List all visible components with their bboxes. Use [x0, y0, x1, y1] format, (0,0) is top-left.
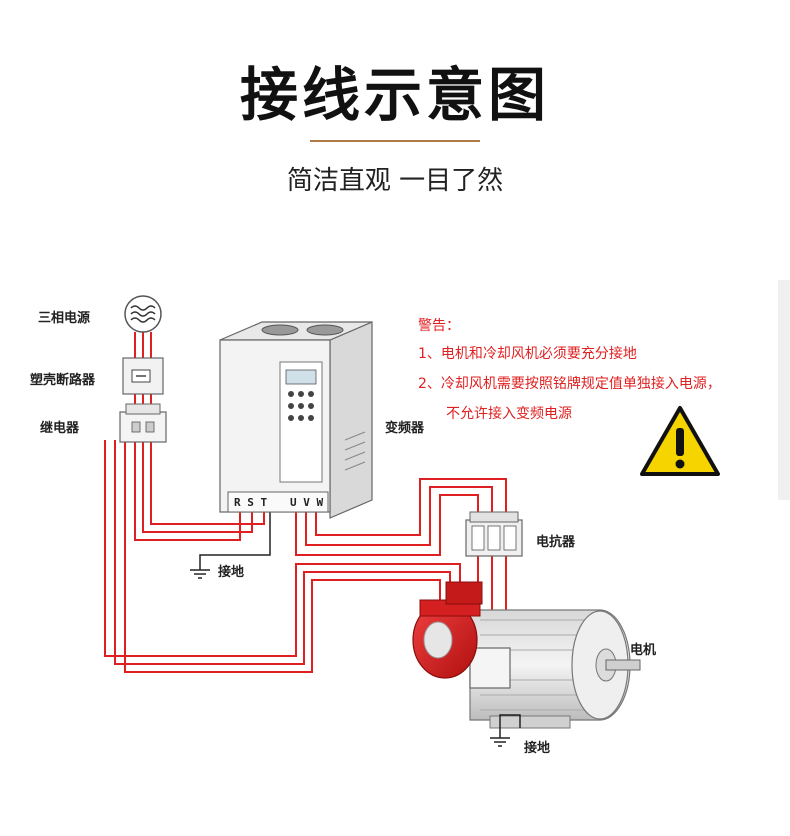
edge-shadow — [778, 280, 790, 500]
breaker-label: 塑壳断路器 — [30, 372, 96, 388]
warning-line-1: 1、电机和冷却风机必须要充分接地 — [418, 345, 637, 362]
wiring-lines — [104, 332, 507, 673]
reactor-label: 电抗器 — [536, 534, 576, 550]
motor-icon — [412, 581, 641, 729]
warning-triangle-icon — [640, 406, 720, 476]
breaker-icon — [122, 357, 164, 395]
ground-label-2: 接地 — [524, 740, 550, 756]
ground-symbol-inverter — [190, 512, 271, 579]
page-title: 接线示意图 — [239, 61, 550, 129]
ground-label-1: 接地 — [218, 564, 244, 580]
inverter-label: 变频器 — [385, 420, 425, 436]
ground-symbol-motor — [490, 714, 521, 747]
three-phase-power-icon — [124, 295, 162, 333]
page-subtitle: 简洁直观 一目了然 — [286, 166, 504, 196]
reactor-icon — [465, 511, 523, 557]
title-divider — [310, 140, 480, 142]
motor-label: 电机 — [630, 642, 656, 658]
power-label: 三相电源 — [38, 310, 90, 326]
warning-line-2: 2、冷却风机需要按照铭牌规定值单独接入电源， — [418, 375, 721, 392]
relay-label: 继电器 — [40, 420, 80, 436]
warning-heading: 警告： — [418, 318, 460, 334]
warning-line-3: 不允许接入变频电源 — [446, 405, 572, 422]
relay-icon — [119, 403, 167, 443]
inverter-icon — [219, 321, 373, 519]
input-terminals-label: R S T — [234, 496, 267, 509]
output-terminals-label: U V W — [290, 496, 323, 509]
